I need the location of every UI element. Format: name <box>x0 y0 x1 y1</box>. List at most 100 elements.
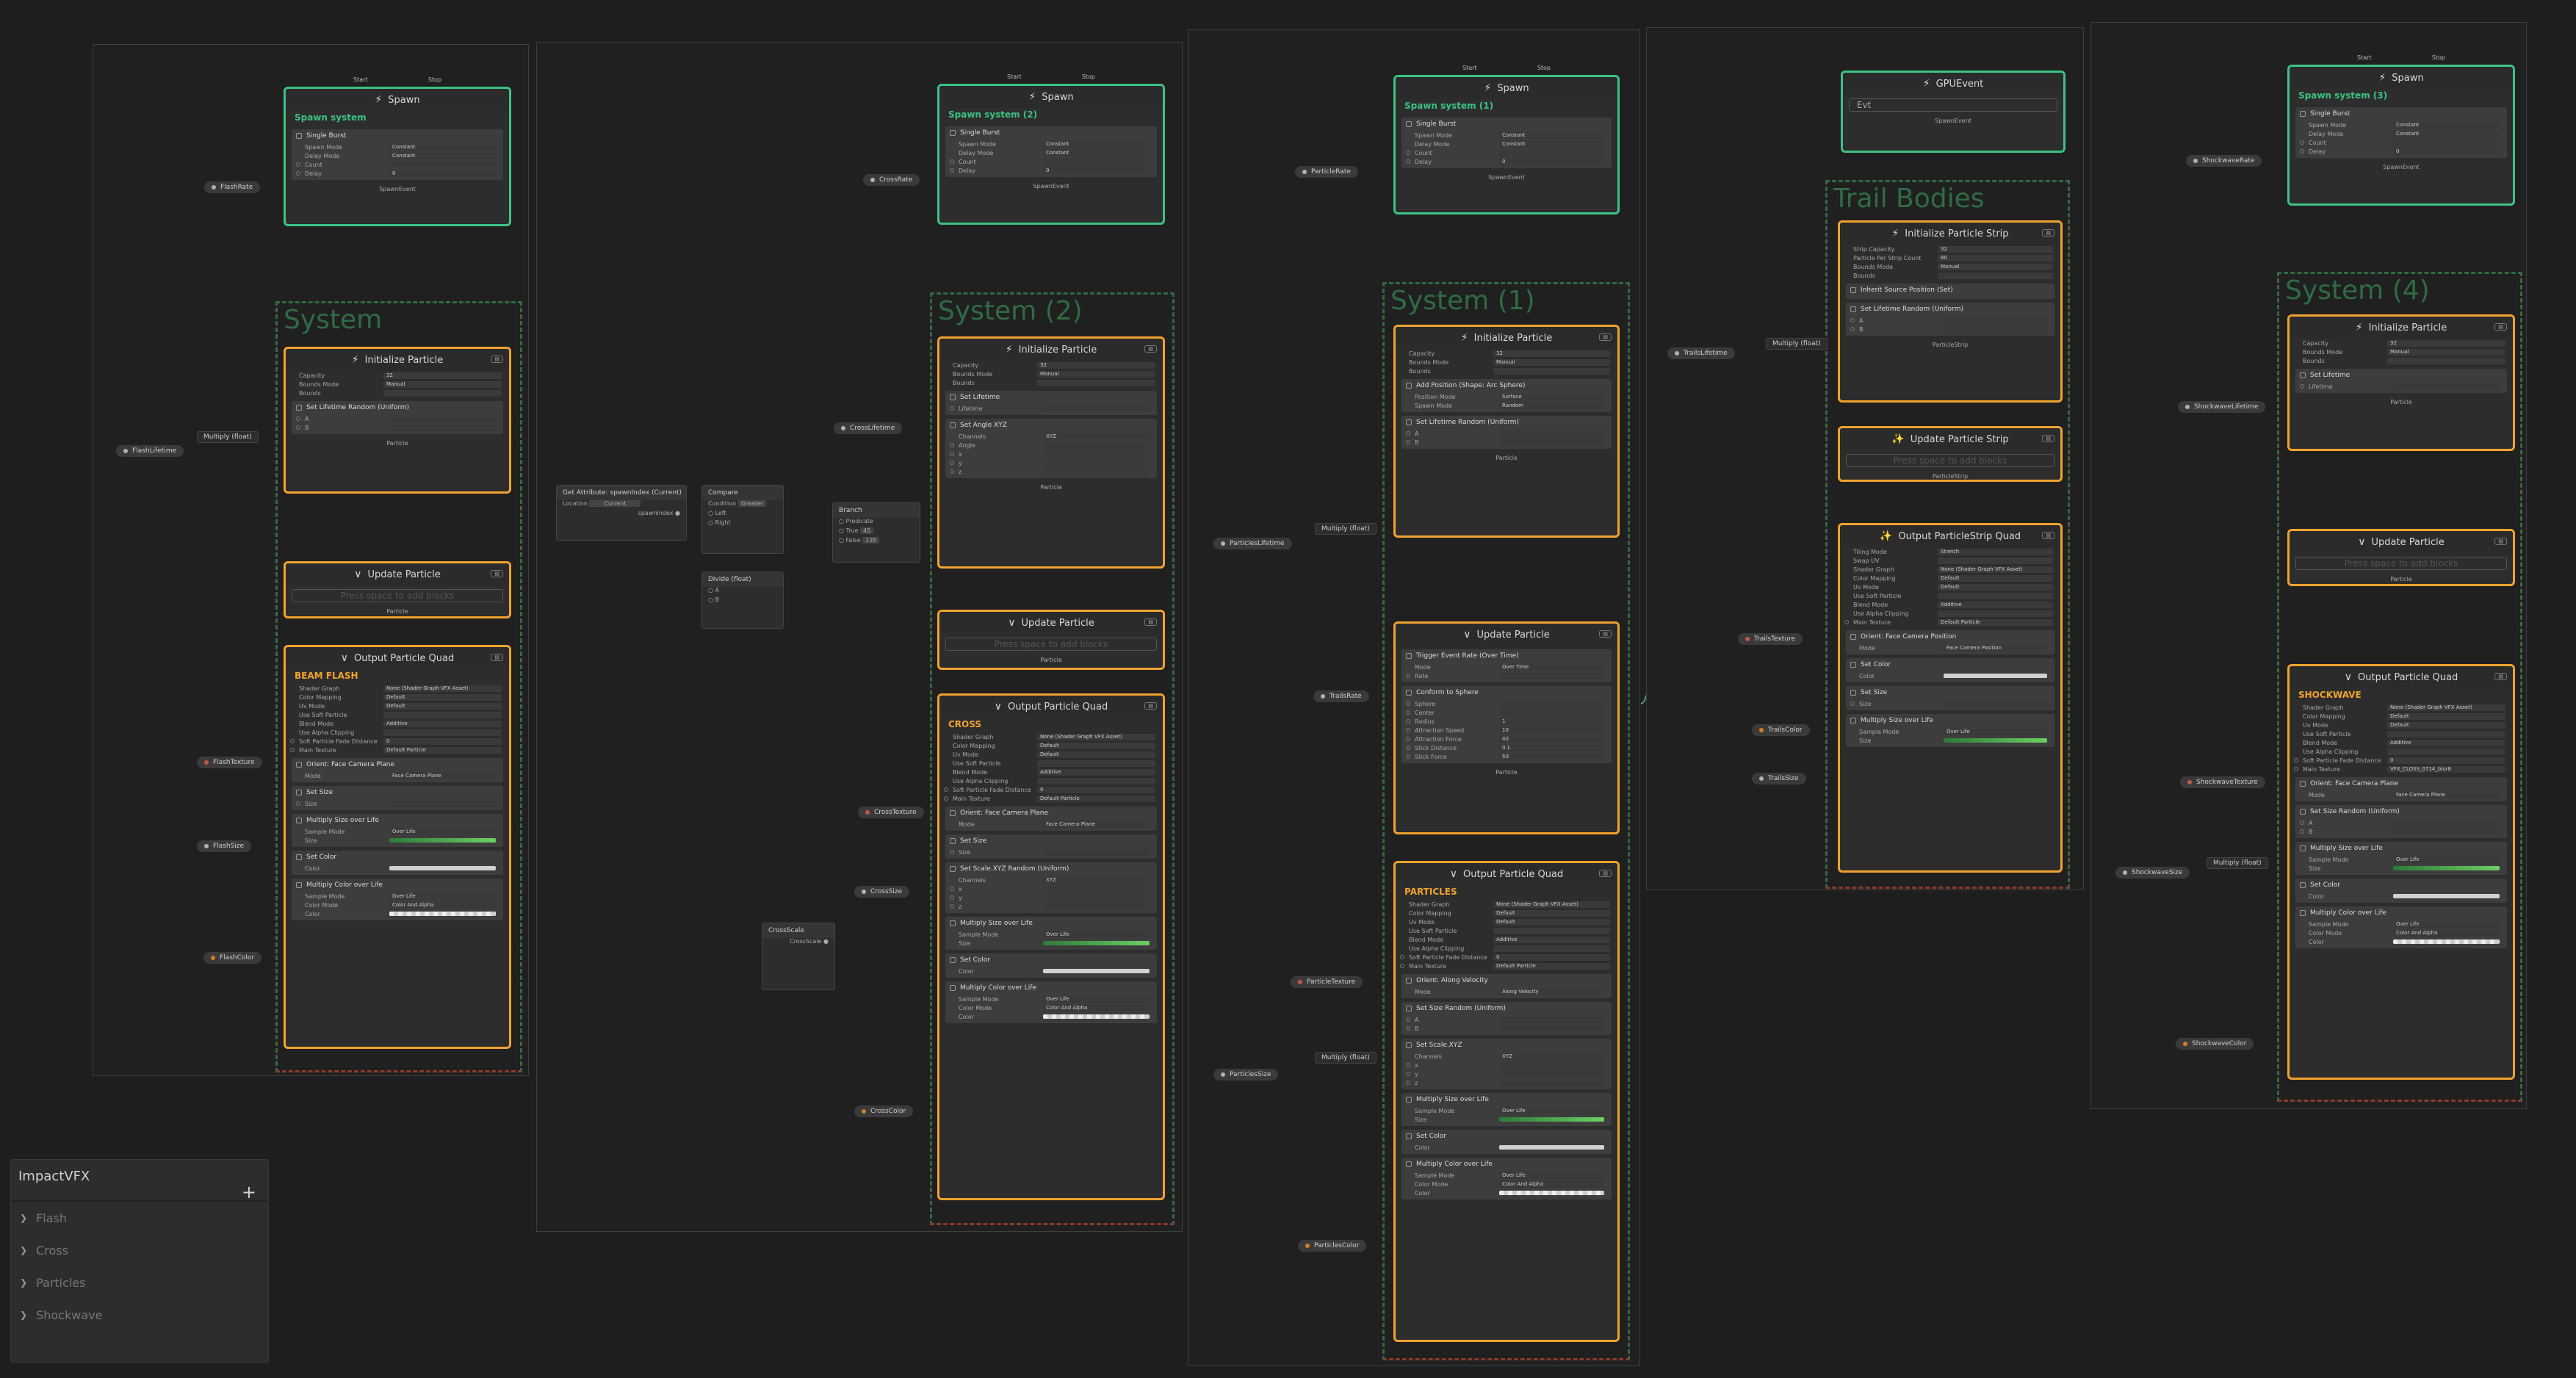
field-value[interactable] <box>1043 903 1150 910</box>
field-value[interactable]: Default <box>383 693 502 701</box>
field-value[interactable]: Face Camera Position <box>1944 644 2047 652</box>
field-value[interactable]: Over Life <box>389 828 496 835</box>
input-port[interactable] <box>2300 829 2304 834</box>
context-header[interactable]: ∨Update Particle▤ <box>939 612 1163 634</box>
input-port[interactable] <box>950 443 954 447</box>
add-blocks-hint[interactable]: Press space to add blocks <box>2295 557 2507 570</box>
context-header[interactable]: ⚡Spawn <box>286 89 509 111</box>
update-context[interactable]: ∨Update Particle▤Press space to add bloc… <box>937 610 1165 670</box>
block-toggle-checkbox[interactable] <box>2300 781 2306 787</box>
exposed-property-node[interactable]: FlashTexture <box>197 757 262 768</box>
field-value[interactable]: 0 <box>1499 158 1604 165</box>
field-value[interactable] <box>2393 139 2500 146</box>
block-toggle-checkbox[interactable] <box>950 957 956 963</box>
input-port[interactable] <box>1406 746 1410 750</box>
start-port[interactable]: Start <box>2357 54 2372 61</box>
block-toggle-checkbox[interactable] <box>296 790 302 796</box>
field-value[interactable]: Default <box>383 702 502 710</box>
field-value[interactable]: Face Camera Plane <box>2393 791 2500 798</box>
exposed-property-node[interactable]: CrossRate <box>863 174 920 186</box>
context-header[interactable]: ∨Output Particle Quad▤ <box>1396 863 1617 885</box>
block-toggle-checkbox[interactable] <box>950 810 956 816</box>
field-value[interactable] <box>1037 777 1155 784</box>
exposed-property-node[interactable]: ShockwaveTexture <box>2180 776 2265 788</box>
block-toggle-checkbox[interactable] <box>950 985 956 991</box>
field-value[interactable]: Default Particle <box>1493 962 1610 970</box>
field-value[interactable] <box>1499 1079 1604 1086</box>
system-frame-1[interactable]: System <box>275 301 522 1072</box>
context-settings-badge[interactable]: ▤ <box>2042 229 2054 237</box>
cross-scale-node[interactable]: CrossScale CrossScale ● <box>762 923 835 990</box>
field-value[interactable] <box>1043 158 1150 165</box>
block-toggle-checkbox[interactable] <box>950 866 956 872</box>
blackboard-category[interactable]: ❯Particles <box>11 1266 268 1299</box>
exposed-property-node[interactable]: ShockwaveColor <box>2176 1038 2254 1050</box>
block-toggle-checkbox[interactable] <box>950 422 956 428</box>
block-toggle-checkbox[interactable] <box>2300 910 2306 916</box>
block-toggle-checkbox[interactable] <box>296 762 302 768</box>
divide-node[interactable]: Divide (float) ○ A ○ B <box>701 571 784 629</box>
exposed-property-node[interactable]: CrossLifetime <box>834 422 903 434</box>
branch-node[interactable]: Branch ○ Predicate ○ True 45 ○ False 135 <box>832 502 920 563</box>
field-value[interactable] <box>389 415 496 422</box>
input-port[interactable] <box>2300 820 2304 825</box>
context-block[interactable]: Inherit Source Position (Set) <box>1846 284 2054 299</box>
context-header[interactable]: ∨Update Particle▤ <box>2290 531 2513 553</box>
field-value[interactable]: 0 <box>383 737 502 745</box>
field-value[interactable]: Constant <box>1043 140 1150 148</box>
field-value[interactable]: 10 <box>1499 726 1604 734</box>
field-value[interactable] <box>1043 441 1150 449</box>
field-value[interactable] <box>1944 325 2047 333</box>
input-port[interactable] <box>2300 384 2304 389</box>
input-port[interactable] <box>1406 431 1410 436</box>
context-header[interactable]: ⚡Initialize Particle▤ <box>939 339 1163 361</box>
input-port[interactable] <box>2300 149 2304 154</box>
input-port[interactable] <box>1406 1072 1410 1076</box>
block-toggle-checkbox[interactable] <box>1850 306 1856 312</box>
blackboard-category[interactable]: ❯Flash <box>11 1202 268 1234</box>
block-toggle-checkbox[interactable] <box>2300 845 2306 851</box>
gpu-event-port[interactable]: Evt <box>1849 98 2057 112</box>
output-name[interactable]: SHOCKWAVE <box>2298 690 2362 700</box>
field-value[interactable]: Over Life <box>1043 995 1150 1003</box>
block-toggle-checkbox[interactable] <box>950 394 956 400</box>
exposed-property-node[interactable]: FlashSize <box>197 840 252 852</box>
block-toggle-checkbox[interactable] <box>296 882 302 888</box>
color-gradient-swatch[interactable] <box>1499 1191 1604 1195</box>
block-toggle-checkbox[interactable] <box>1406 653 1412 659</box>
input-port[interactable] <box>1406 701 1410 706</box>
context-settings-badge[interactable]: ▤ <box>2494 323 2507 331</box>
field-value[interactable]: Constant <box>1499 131 1604 139</box>
input-port[interactable] <box>1406 1063 1410 1067</box>
block-toggle-checkbox[interactable] <box>1850 634 1856 640</box>
field-value[interactable] <box>1043 468 1150 475</box>
context-settings-badge[interactable]: ▤ <box>491 570 503 577</box>
context-header[interactable]: ∨Output Particle Quad▤ <box>939 696 1163 718</box>
field-value[interactable] <box>383 711 502 718</box>
field-value[interactable]: None (Shader Graph VFX Asset) <box>1493 901 1610 908</box>
block-toggle-checkbox[interactable] <box>1850 690 1856 696</box>
field-value[interactable]: Constant <box>1499 140 1604 148</box>
system-frame-4[interactable]: System (4) <box>2277 272 2522 1102</box>
field-value[interactable] <box>1043 894 1150 901</box>
context-settings-badge[interactable]: ▤ <box>2042 435 2054 442</box>
spawn-system-name[interactable]: Spawn system (1) <box>1404 101 1494 111</box>
field-value[interactable] <box>1938 610 2053 617</box>
color-swatch[interactable] <box>1944 674 2047 678</box>
initialize-strip-context[interactable]: ⚡Initialize Particle Strip▤Strip Capacit… <box>1838 220 2063 403</box>
add-blocks-hint[interactable]: Press space to add blocks <box>292 589 503 602</box>
field-value[interactable] <box>383 729 502 736</box>
context-header[interactable]: ⚡GPUEvent <box>1843 73 2063 95</box>
